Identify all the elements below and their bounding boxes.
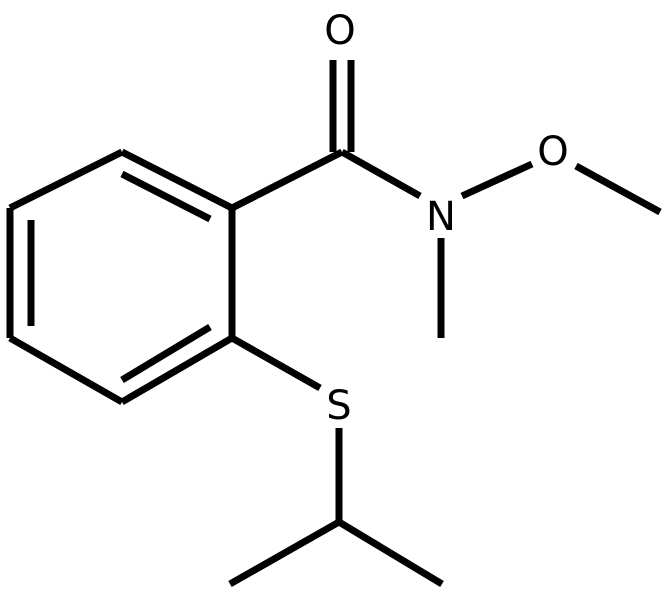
- bond-isopropyl-ch-to-methyl-left: [228, 518, 341, 588]
- bond-ring-inner-c1-c2: [120, 170, 212, 223]
- atom-label-sulfur: S: [326, 383, 351, 429]
- bond-ring-to-carbonyl-carbon: [230, 148, 344, 212]
- bond-ring-c5-c6: [120, 334, 234, 406]
- atom-label-carbonyl-oxygen: O: [324, 8, 355, 54]
- bond-carbonyl-carbon-to-nitrogen: [340, 148, 422, 200]
- bond-ring-to-sulfur: [230, 334, 322, 392]
- bond-ring-c4-c5: [8, 334, 124, 406]
- bond-ring-inner-c5-c6: [120, 324, 212, 383]
- atom-label-methoxy-oxygen: O: [537, 129, 568, 175]
- bond-ring-c1-c2: [120, 148, 234, 212]
- bond-nitrogen-to-oxygen: [460, 160, 534, 200]
- bond-oxygen-to-methyl: [574, 162, 662, 216]
- bond-ring-c2-c3: [8, 148, 124, 212]
- bond-isopropyl-ch-to-methyl-right: [337, 519, 444, 587]
- atom-label-nitrogen: N: [426, 194, 456, 240]
